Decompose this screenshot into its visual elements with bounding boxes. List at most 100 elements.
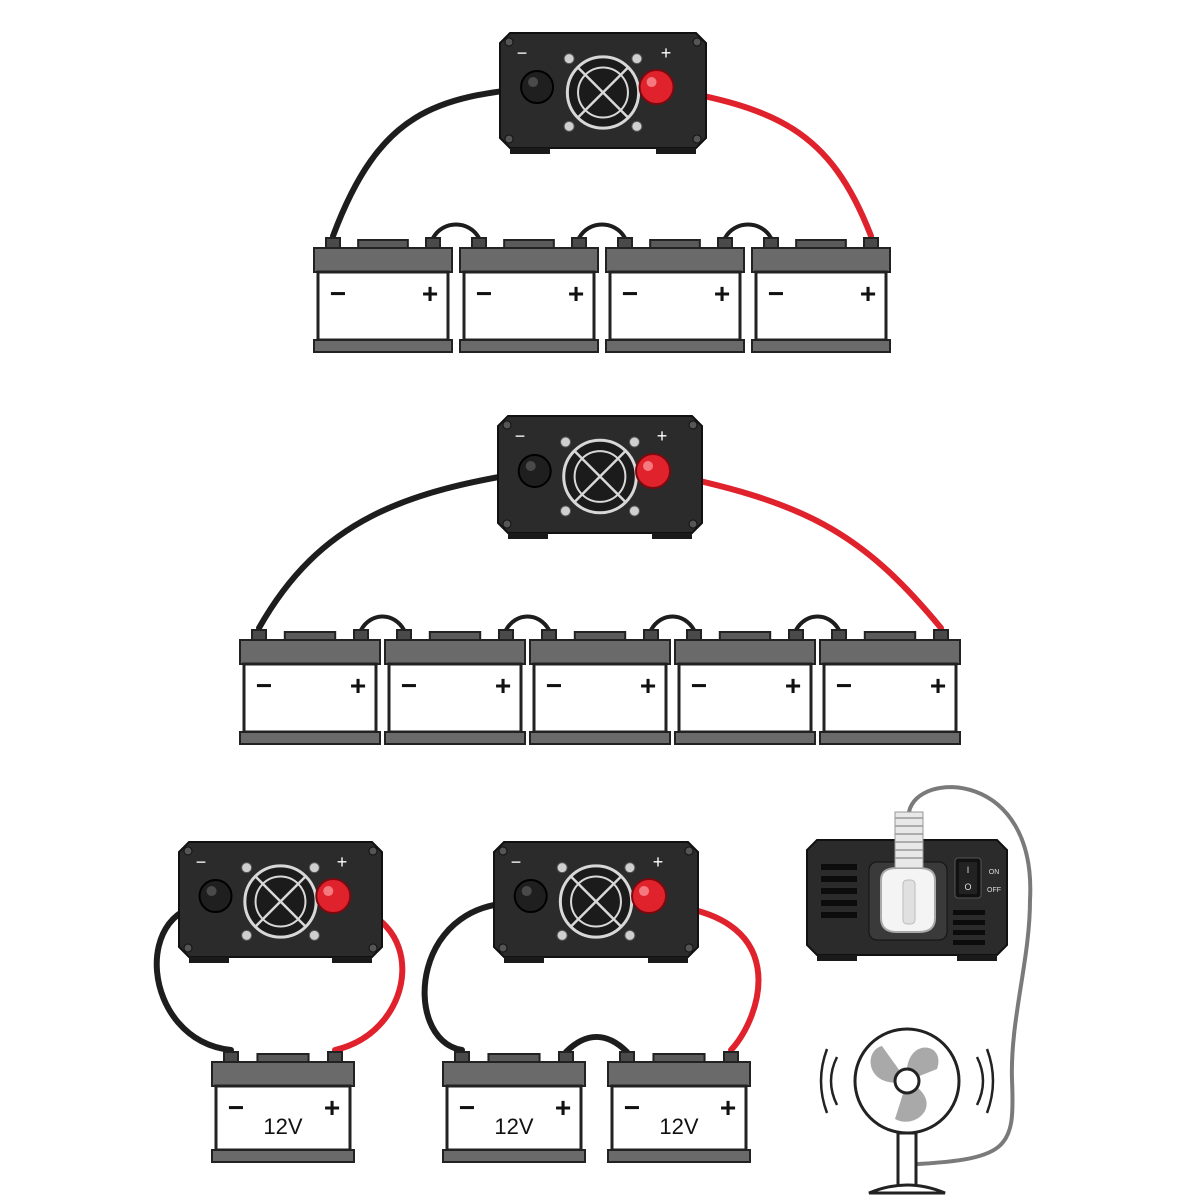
- battery-base: [442, 1149, 586, 1163]
- fan-screw-icon: [563, 120, 575, 132]
- fan-guard-ring: [570, 875, 622, 928]
- negative-sign: −: [401, 670, 417, 701]
- battery-base: [459, 339, 599, 353]
- negative-cable: [359, 614, 406, 632]
- fan-screw-icon: [308, 862, 320, 874]
- battery-icon: −+12V: [607, 1051, 751, 1163]
- battery-cap-vent: [428, 631, 482, 641]
- negative-label: −: [196, 852, 207, 872]
- fan-guard-bar: [569, 874, 623, 929]
- battery-base: [674, 731, 816, 745]
- battery-lid: [459, 247, 599, 273]
- positive-terminal-knob: [631, 878, 668, 915]
- plug-grip: [902, 879, 916, 925]
- positive-terminal-post: [933, 629, 949, 641]
- fan-screw-icon: [556, 929, 568, 941]
- fan-guard-ring: [254, 875, 307, 928]
- vent-slot: [821, 900, 857, 906]
- vent-slot: [953, 920, 985, 925]
- fan-guard-bar: [253, 874, 308, 929]
- screw-icon: [368, 943, 378, 953]
- battery-body: [610, 1084, 748, 1152]
- battery-icon: −+: [239, 629, 381, 745]
- battery-lid: [819, 639, 961, 665]
- battery-cap-vent: [283, 631, 337, 641]
- battery-body: [822, 662, 958, 734]
- negative-terminal-knob: [517, 453, 552, 488]
- positive-sign: +: [930, 670, 946, 701]
- battery-lid: [674, 639, 816, 665]
- positive-terminal-post: [643, 629, 659, 641]
- positive-terminal-post: [558, 1051, 574, 1063]
- inverter-foot: [332, 957, 372, 963]
- battery-lid: [442, 1061, 586, 1087]
- negative-terminal-post: [251, 629, 267, 641]
- battery-base: [607, 1149, 751, 1163]
- screw-icon: [498, 846, 508, 856]
- negative-terminal-post: [223, 1051, 239, 1063]
- negative-terminal-post: [454, 1051, 470, 1063]
- battery-cap-vent: [256, 1053, 310, 1063]
- battery-body: [462, 270, 596, 342]
- negative-terminal-post: [831, 629, 847, 641]
- negative-terminal-post: [471, 237, 487, 249]
- screw-icon: [692, 37, 702, 47]
- positive-terminal-post: [723, 1051, 739, 1063]
- positive-sign: +: [785, 670, 801, 701]
- fan-guard-ring: [577, 66, 629, 119]
- screw-icon: [183, 846, 193, 856]
- fan-screw-icon: [560, 505, 572, 517]
- positive-label: +: [653, 852, 664, 872]
- fan-icon: [819, 1027, 995, 1195]
- battery-icon: −+: [384, 629, 526, 745]
- positive-label: +: [657, 426, 668, 446]
- negative-cable: [723, 222, 773, 240]
- negative-cable: [794, 614, 841, 632]
- inverter-foot: [652, 533, 692, 539]
- fan-hub: [893, 1067, 921, 1095]
- positive-sign: +: [350, 670, 366, 701]
- negative-sign: −: [691, 670, 707, 701]
- battery-cap-vent: [357, 239, 409, 249]
- negative-sign: −: [768, 278, 784, 309]
- battery-body: [387, 662, 523, 734]
- knob-highlight: [646, 77, 657, 88]
- positive-sign: +: [720, 1092, 736, 1123]
- negative-terminal-knob: [520, 70, 555, 105]
- battery-base: [211, 1149, 355, 1163]
- knob-highlight: [521, 886, 532, 897]
- battery-icon: −+: [313, 237, 453, 353]
- positive-sign: +: [495, 670, 511, 701]
- switch-on-label: ON: [989, 869, 1000, 876]
- knob-highlight: [206, 886, 217, 897]
- sound-wave-icon: [975, 1056, 985, 1106]
- panel-foot: [817, 955, 857, 961]
- negative-cable: [256, 467, 538, 631]
- screw-icon: [368, 846, 378, 856]
- positive-terminal-post: [353, 629, 369, 641]
- battery-base: [313, 339, 453, 353]
- vent-slot: [821, 912, 857, 918]
- negative-sign: −: [836, 670, 852, 701]
- battery-body: [754, 270, 888, 342]
- positive-label: +: [661, 43, 672, 63]
- screw-icon: [504, 134, 514, 144]
- negative-cable: [431, 222, 481, 240]
- fan-base: [868, 1183, 946, 1195]
- fan-screw-icon: [560, 436, 572, 448]
- fan-screw-icon: [241, 862, 253, 874]
- battery-base: [605, 339, 745, 353]
- battery-body: [532, 662, 668, 734]
- battery-cap-vent: [863, 631, 917, 641]
- vent-slot: [821, 888, 857, 894]
- vent-slot: [953, 930, 985, 935]
- switch-mark-off: O: [964, 882, 971, 892]
- screw-icon: [498, 943, 508, 953]
- knob-highlight: [525, 460, 536, 471]
- vent-slot: [953, 940, 985, 945]
- positive-sign: +: [714, 278, 730, 309]
- battery-icon: −+12V: [211, 1051, 355, 1163]
- battery-lid: [384, 639, 526, 665]
- screw-icon: [502, 519, 512, 529]
